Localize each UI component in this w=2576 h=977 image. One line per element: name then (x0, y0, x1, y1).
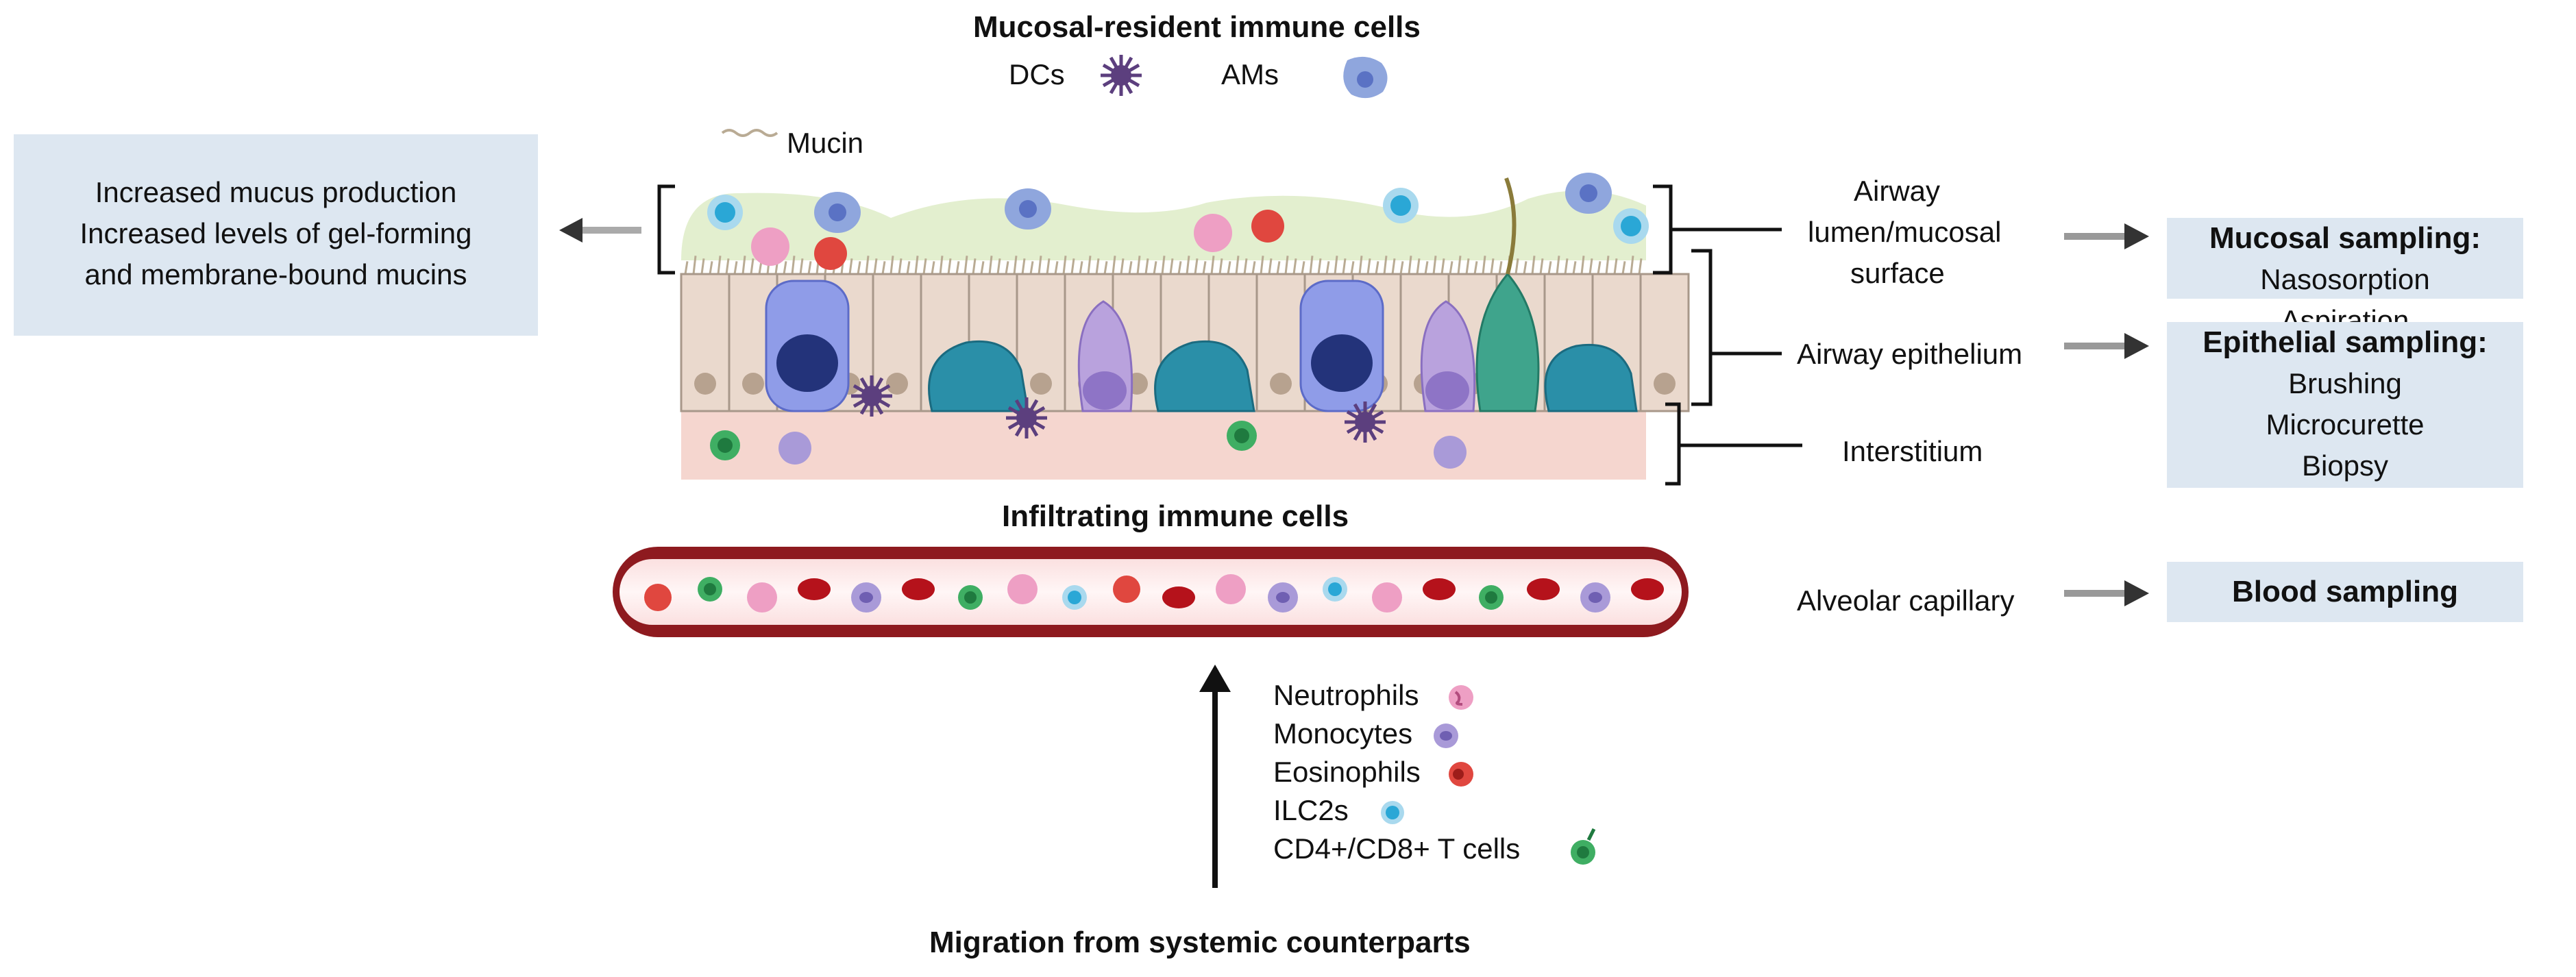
ams-label: AMs (1221, 58, 1279, 90)
mucosal-sampling-box: Mucosal sampling: Nasosorption Aspiratio… (2167, 218, 2523, 336)
dcs-label: DCs (1009, 58, 1065, 90)
blood-cells (644, 574, 1664, 613)
capillary-label: Alveolar capillary (1797, 584, 2015, 617)
mucin-label: Mucin (787, 127, 864, 159)
mucus-effect-line: and membrane-bound mucins (84, 258, 467, 290)
alveolar-capillary (613, 547, 1689, 637)
monocyte-icon (1434, 724, 1458, 748)
neuroendocrine-cell (1077, 300, 1476, 412)
goblet-cell (765, 280, 850, 412)
mucosal-sampling-title: Mucosal sampling: (2209, 221, 2481, 255)
interstitium-label: Interstitium (1842, 435, 1983, 467)
eosinophil-icon (1449, 762, 1473, 787)
resident-title: Mucosal-resident immune cells (973, 10, 1421, 44)
secretory-cell (1475, 177, 1540, 412)
mucus-effect-line: Increased mucus production (95, 176, 457, 208)
migration-label: Migration from systemic counterparts (929, 926, 1471, 959)
infiltrating-title: Infiltrating immune cells (1002, 499, 1349, 533)
lumen-label-2: lumen/mucosal (1808, 216, 2002, 248)
legend-monocytes: Monocytes (1273, 717, 1413, 750)
epithelial-sampling-title: Epithelial sampling: (2203, 325, 2488, 359)
lumen-label-1: Airway (1854, 175, 1941, 207)
mucus-effects-box: Increased mucus production Increased lev… (14, 134, 538, 336)
legend-t-cells: CD4+/CD8+ T cells (1273, 832, 1521, 865)
blood-sampling-box: Blood sampling (2167, 562, 2523, 622)
legend-neutrophils: Neutrophils (1273, 679, 1419, 711)
mucus-effect-line: Increased levels of gel-forming (79, 217, 472, 249)
am-icon (1343, 56, 1388, 99)
lumen-label-3: surface (1850, 257, 1945, 289)
blood-sampling-title: Blood sampling (2232, 575, 2458, 608)
layer-brackets (657, 184, 1802, 486)
dc-icon (1101, 55, 1142, 96)
sampling-method: Biopsy (2301, 449, 2389, 482)
legend-eosinophils: Eosinophils (1273, 756, 1421, 788)
club-cell (928, 340, 1638, 412)
arrows (559, 218, 2149, 888)
sampling-method: Brushing (2288, 367, 2402, 399)
t-cell-icon (1571, 828, 1596, 865)
cilia (684, 256, 1643, 275)
neutrophil-icon (1449, 685, 1473, 710)
goblet-cell (1299, 280, 1384, 412)
mucin-icon (721, 129, 778, 137)
tissue-immune-cells (707, 173, 1649, 469)
sampling-method: Microcurette (2266, 408, 2425, 441)
epithelial-sampling-box: Epithelial sampling: Brushing Microcuret… (2167, 322, 2523, 488)
mucus-layer (681, 190, 1646, 260)
ilc2-icon (1381, 801, 1404, 824)
epithelium-label: Airway epithelium (1797, 338, 2023, 370)
legend-ilc2s: ILC2s (1273, 794, 1349, 826)
sampling-method: Nasosorption (2260, 263, 2430, 295)
